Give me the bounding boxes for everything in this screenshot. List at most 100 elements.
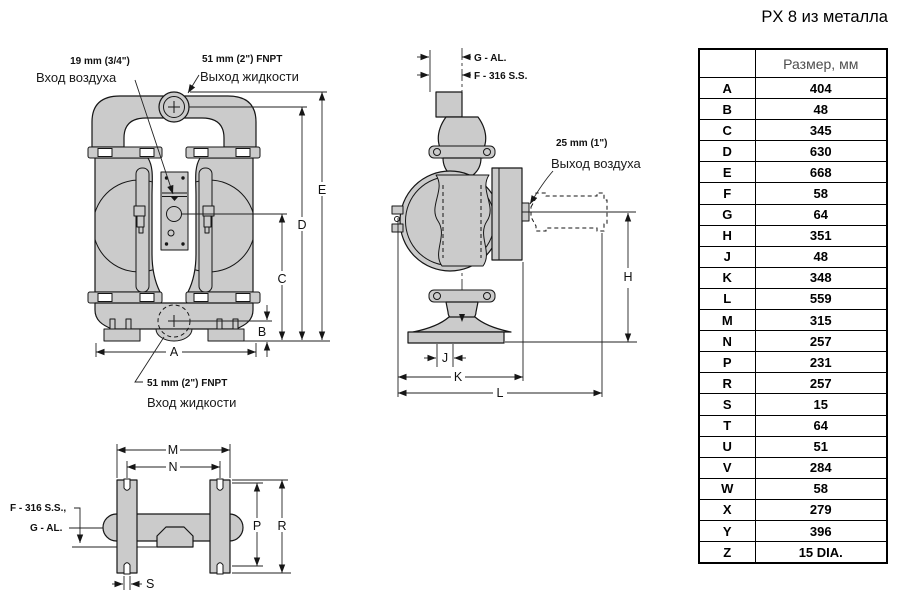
clamp-bands xyxy=(87,146,261,304)
air-inlet-leader xyxy=(134,79,174,195)
dim-p: P xyxy=(250,483,264,566)
dim-l: L xyxy=(398,385,602,400)
dim-letter-cell: D xyxy=(698,140,756,163)
dim-value-cell: 284 xyxy=(754,456,888,479)
fluid-outlet-label: Выход жидкости xyxy=(200,69,299,84)
page-title: PX 8 из металла xyxy=(761,8,888,26)
dim-letter-cell: U xyxy=(698,435,756,458)
dim-n-label: N xyxy=(168,460,177,474)
dim-value-cell: 257 xyxy=(754,372,888,395)
dim-letter-cell: R xyxy=(698,372,756,395)
air-inlet-elbow xyxy=(435,91,463,118)
dim-value-cell: 668 xyxy=(754,161,888,184)
dim-j-label: J xyxy=(442,351,448,365)
dim-letter-cell: T xyxy=(698,414,756,437)
dim-d: D xyxy=(295,107,309,340)
dim-c: C xyxy=(275,214,289,340)
dim-a: A xyxy=(95,343,257,359)
dim-s-label: S xyxy=(146,577,154,591)
dim-r: R xyxy=(275,480,289,573)
dim-value-cell: 51 xyxy=(754,435,888,458)
air-inlet-size-label: 19 mm (3/4") xyxy=(70,56,130,67)
dim-value-cell: 64 xyxy=(754,203,888,226)
dim-letter-cell: Y xyxy=(698,519,756,543)
dim-value-cell: 48 xyxy=(754,98,888,121)
dim-l-label: L xyxy=(497,386,504,400)
dim-value-cell: 351 xyxy=(754,224,888,247)
side-air-valve xyxy=(491,167,523,261)
dim-letter-cell: F xyxy=(698,182,756,205)
dim-value-cell: 630 xyxy=(754,140,888,163)
dim-s: S xyxy=(112,577,154,591)
dim-k: K xyxy=(398,369,523,384)
dim-value-cell: 279 xyxy=(754,498,888,521)
dim-c-label: C xyxy=(277,272,286,286)
dim-value-cell: 404 xyxy=(754,76,888,100)
right-chamber xyxy=(187,157,254,293)
dim-letter-cell: K xyxy=(698,266,756,289)
dim-b: B xyxy=(258,305,271,357)
dim-m-label: M xyxy=(168,443,178,457)
dim-letter-cell: V xyxy=(698,456,756,479)
side-view: G - AL. F - 316 S.S. xyxy=(391,48,641,400)
dim-value-cell: 396 xyxy=(754,519,888,543)
dim-value-cell: 15 xyxy=(754,393,888,416)
air-exhaust-label: Выход воздуха xyxy=(551,156,641,171)
material-g-label: G - AL. xyxy=(30,523,63,534)
dim-e: E xyxy=(315,92,329,340)
dim-g: G - AL. xyxy=(417,53,507,64)
table-header-row: Размер, мм xyxy=(698,48,888,78)
dim-letter-cell: N xyxy=(698,330,756,353)
dim-letter-cell: G xyxy=(698,203,756,226)
material-f-leader xyxy=(74,507,84,543)
bottom-manifold xyxy=(94,302,254,342)
dim-letter-cell: B xyxy=(698,98,756,121)
fluid-outlet-size-label: 51 mm (2") FNPT xyxy=(202,54,282,65)
dim-j: J xyxy=(424,351,466,365)
dim-f: F - 316 S.S. xyxy=(417,71,528,82)
dim-value-cell: 559 xyxy=(754,287,888,311)
dim-e-label: E xyxy=(318,183,326,197)
dim-letter-cell: P xyxy=(698,351,756,374)
air-inlet-label: Вход воздуха xyxy=(36,70,117,85)
clamp-bars xyxy=(133,167,215,293)
dim-value-cell: 348 xyxy=(754,266,888,289)
dim-value-cell: 64 xyxy=(754,414,888,437)
air-exhaust-size-label: 25 mm (1") xyxy=(556,138,607,149)
dim-letter-cell: L xyxy=(698,287,756,311)
dim-r-label: R xyxy=(277,519,286,533)
dim-a-label: A xyxy=(170,345,179,359)
dim-d-label: D xyxy=(297,218,306,232)
dim-f-label: F - 316 S.S. xyxy=(474,71,528,82)
muffler-outline xyxy=(530,192,608,232)
center-boss xyxy=(156,526,194,548)
dim-letter-cell: J xyxy=(698,245,756,268)
air-exhaust-leader xyxy=(529,170,554,205)
foot-plate xyxy=(407,331,505,344)
front-view: A B C D E xyxy=(36,54,330,410)
fluid-inlet-size-label: 51 mm (2") FNPT xyxy=(147,378,227,389)
dim-value-cell: 315 xyxy=(754,309,888,332)
dim-h: H xyxy=(623,213,633,342)
dim-m: M xyxy=(117,442,230,457)
